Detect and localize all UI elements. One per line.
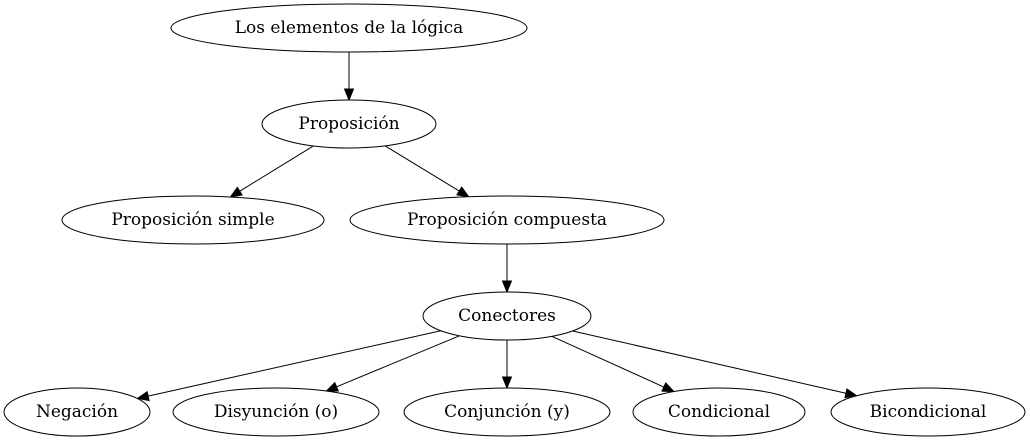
node-compuesta: Proposición compuesta [349, 195, 665, 245]
edges-layer [136, 52, 858, 402]
node-label: Negación [36, 402, 118, 422]
arrowhead-icon [501, 280, 513, 294]
node-bicondicional: Bicondicional [830, 387, 1026, 437]
edge-compuesta-to-conectores [501, 244, 513, 294]
arrowhead-icon [844, 388, 858, 399]
node-label: Disyunción (o) [214, 402, 338, 422]
edge-conectores-to-condicional [551, 335, 676, 393]
nodes-layer: Los elementos de la lógicaProposiciónPro… [3, 3, 1026, 437]
node-conjuncion: Conjunción (y) [403, 387, 611, 437]
node-conectores: Conectores [422, 291, 592, 341]
edge-conectores-to-disyuncion [325, 335, 460, 392]
edge-proposicion-to-compuesta [384, 145, 470, 198]
arrowhead-icon [456, 186, 470, 198]
arrowhead-icon [661, 382, 676, 393]
node-label: Proposición simple [111, 210, 274, 230]
edge-root-to-proposicion [343, 52, 355, 102]
edge-conectores-to-conjuncion [501, 340, 513, 390]
node-disyuncion: Disyunción (o) [172, 387, 380, 437]
node-label: Proposición [298, 114, 399, 134]
edge-line [384, 145, 460, 192]
node-ellipse [61, 195, 325, 245]
edge-conectores-to-bicondicional [572, 330, 858, 399]
arrowhead-icon [136, 390, 150, 402]
edge-line [239, 145, 314, 192]
node-ellipse [422, 291, 592, 341]
node-ellipse [349, 195, 665, 245]
edge-line [551, 335, 665, 388]
node-label: Conjunción (y) [444, 402, 570, 422]
node-proposicion: Proposición [261, 99, 437, 149]
node-label: Los elementos de la lógica [235, 18, 464, 38]
node-simple: Proposición simple [61, 195, 325, 245]
edge-proposicion-to-simple [229, 145, 314, 198]
edge-line [148, 330, 441, 397]
node-label: Condicional [668, 402, 770, 422]
node-ellipse [170, 3, 528, 53]
node-root: Los elementos de la lógica [170, 3, 528, 53]
node-ellipse [403, 387, 611, 437]
edge-line [572, 330, 847, 394]
node-ellipse [3, 387, 151, 437]
arrowhead-icon [501, 376, 513, 390]
node-ellipse [261, 99, 437, 149]
node-negacion: Negación [3, 387, 151, 437]
edge-line [336, 335, 460, 388]
node-condicional: Condicional [632, 387, 806, 437]
arrowhead-icon [343, 88, 355, 102]
node-ellipse [632, 387, 806, 437]
node-ellipse [830, 387, 1026, 437]
node-label: Proposición compuesta [407, 210, 607, 230]
node-label: Bicondicional [870, 402, 987, 422]
edge-conectores-to-negacion [136, 330, 441, 402]
arrowhead-icon [325, 381, 340, 392]
node-ellipse [172, 387, 380, 437]
node-label: Conectores [458, 306, 556, 326]
arrowhead-icon [229, 186, 243, 198]
